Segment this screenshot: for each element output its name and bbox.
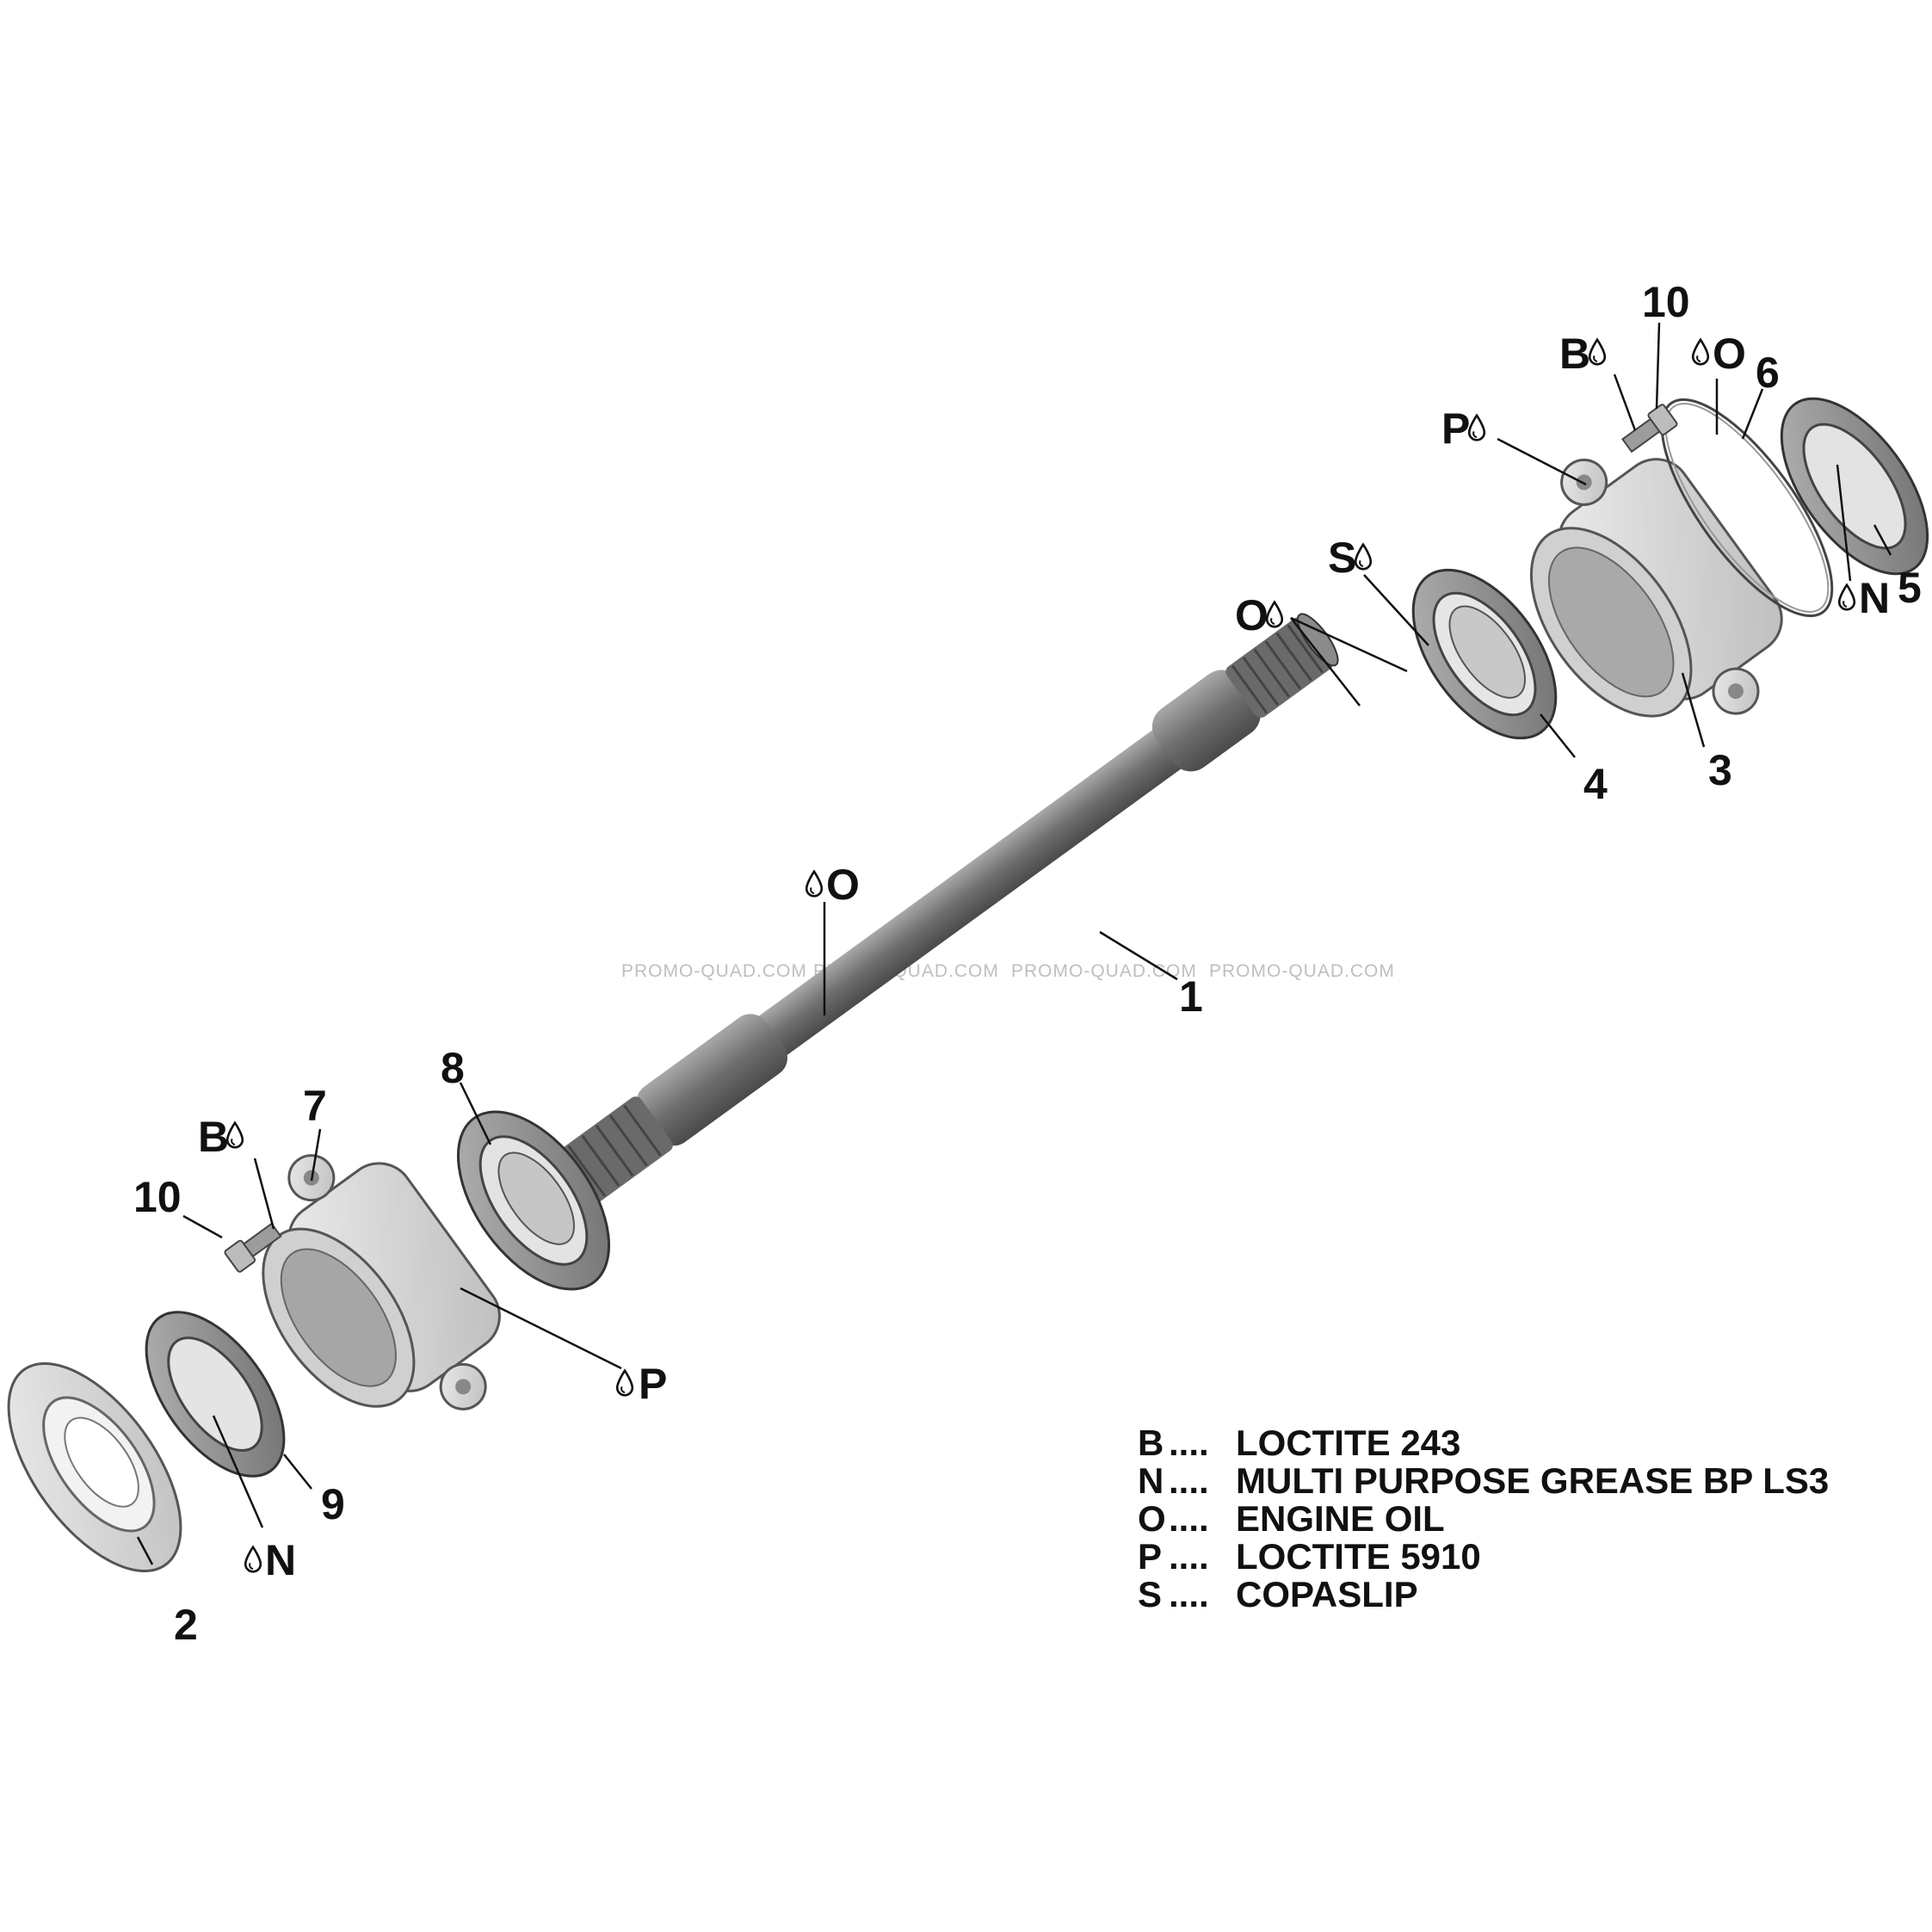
code-n-seal5: N	[1859, 574, 1890, 622]
callout-3: 3	[1708, 746, 1732, 794]
legend-text: ENGINE OIL	[1236, 1498, 1445, 1539]
code-p-left: P	[639, 1360, 667, 1408]
part-callouts: 1 2 3 4 5 6 7 8 9 10 10	[133, 278, 1922, 1649]
drop-icon	[805, 870, 824, 898]
legend-code: B	[1138, 1423, 1164, 1463]
part-8-bearing	[456, 1110, 611, 1291]
callout-7: 7	[303, 1082, 327, 1130]
code-o-spline: O	[1235, 591, 1268, 639]
legend-row-n: N .... MULTI PURPOSE GREASE BP LS3	[1138, 1462, 1912, 1500]
callout-5: 5	[1898, 564, 1922, 612]
code-s-spline: S	[1328, 534, 1356, 582]
callout-9: 9	[321, 1480, 345, 1528]
legend-code: S	[1138, 1574, 1163, 1614]
legend-row-b: B .... LOCTITE 243	[1138, 1424, 1912, 1462]
part-10-bolt-top	[1621, 404, 1678, 454]
callout-2: 2	[174, 1601, 198, 1649]
legend-dots: ....	[1169, 1423, 1209, 1463]
legend-code: N	[1138, 1460, 1164, 1501]
leader-lines	[136, 322, 1892, 1565]
part-5-oil-seal	[1780, 397, 1929, 576]
drop-icon	[225, 1121, 244, 1149]
callout-10-left: 10	[133, 1173, 182, 1221]
legend: B .... LOCTITE 243 N .... MULTI PURPOSE …	[1138, 1424, 1912, 1614]
part-9-oil-seal	[145, 1311, 286, 1478]
drop-icon	[1588, 338, 1607, 366]
watermark-text-4: PROMO-QUAD.COM	[1209, 961, 1395, 981]
drop-icon	[244, 1546, 262, 1573]
legend-code: P	[1138, 1536, 1163, 1577]
callout-8: 8	[441, 1044, 465, 1092]
drop-icon	[1265, 601, 1284, 628]
legend-code: O	[1138, 1498, 1166, 1539]
part-2-cover-washer	[7, 1361, 182, 1573]
code-n-seal9: N	[265, 1536, 296, 1584]
application-codes: B B P P O O O S N N	[198, 330, 1890, 1584]
part-4-bearing-seal	[1411, 568, 1558, 740]
code-o-ring: O	[1713, 330, 1746, 378]
drop-icon	[615, 1369, 634, 1397]
callout-4: 4	[1583, 760, 1608, 808]
legend-dots: ....	[1169, 1536, 1209, 1577]
code-o-shaft: O	[826, 861, 860, 909]
part-6-o-ring	[1660, 398, 1834, 618]
watermark-group: PROMO-QUAD.COM PROMO-QUAD.COM PROMO-QUAD…	[621, 961, 1395, 981]
legend-row-p: P .... LOCTITE 5910	[1138, 1538, 1912, 1576]
legend-dots: ....	[1169, 1498, 1209, 1539]
legend-dots: ....	[1169, 1460, 1209, 1501]
drop-icon	[1837, 583, 1856, 611]
legend-row-o: O .... ENGINE OIL	[1138, 1500, 1912, 1538]
watermark-text-1: PROMO-QUAD.COM	[621, 961, 807, 981]
legend-text: COPASLIP	[1236, 1574, 1418, 1614]
legend-dots: ....	[1169, 1574, 1209, 1614]
callout-6: 6	[1756, 349, 1780, 397]
drop-icon	[1467, 414, 1486, 441]
code-b-left: B	[198, 1113, 229, 1161]
code-p-top: P	[1441, 404, 1470, 453]
legend-row-s: S .... COPASLIP	[1138, 1576, 1912, 1614]
callout-1: 1	[1179, 972, 1203, 1021]
legend-text: LOCTITE 243	[1236, 1423, 1461, 1463]
drop-icon	[1354, 543, 1373, 571]
callout-10-top: 10	[1642, 278, 1690, 326]
part-7-bearing-housing	[262, 1154, 501, 1410]
code-b-top: B	[1559, 330, 1590, 378]
part-1-shaft	[494, 613, 1339, 1250]
part-10-bolt-left	[224, 1222, 282, 1273]
watermark-text-3: PROMO-QUAD.COM	[1011, 961, 1197, 981]
drop-icon	[1691, 338, 1710, 366]
legend-text: LOCTITE 5910	[1236, 1536, 1481, 1577]
legend-text: MULTI PURPOSE GREASE BP LS3	[1236, 1460, 1830, 1501]
